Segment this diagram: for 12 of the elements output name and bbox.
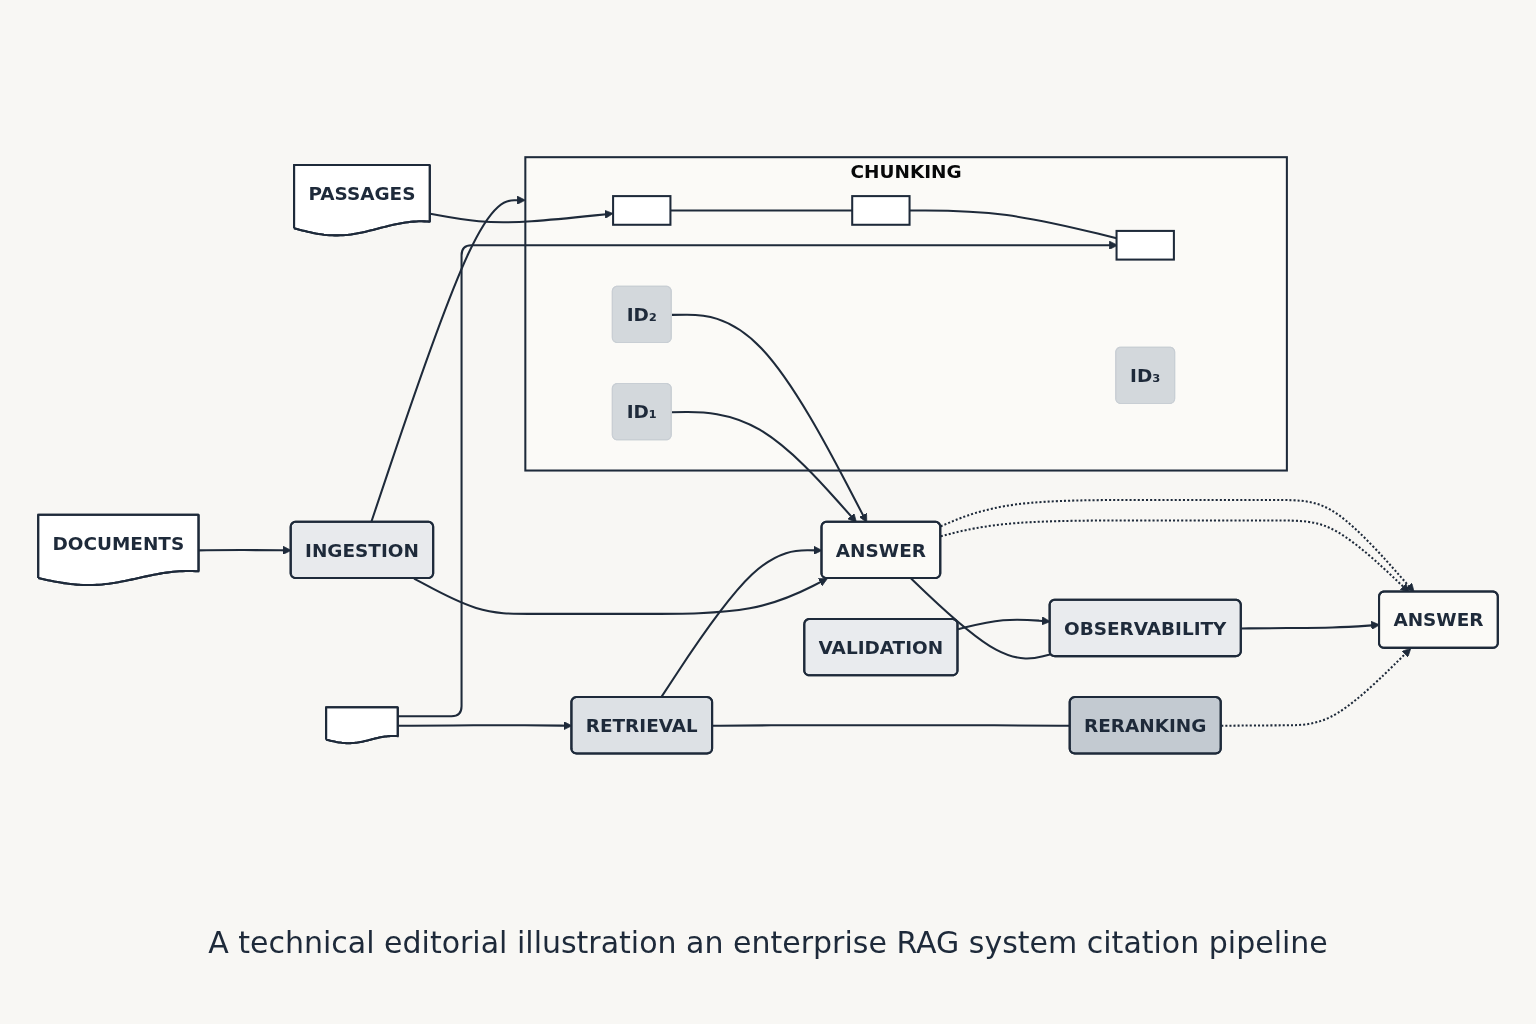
arrow (1241, 620, 1380, 630)
node-box (612, 194, 672, 226)
arrow (430, 209, 614, 224)
caption: A technical editorial illustration an enterprise RAG system citation pipeline (208, 925, 1328, 960)
arrow (1221, 647, 1412, 727)
connector (670, 209, 853, 212)
node-box (1115, 229, 1175, 261)
node-box (851, 194, 911, 226)
connector (910, 577, 1052, 660)
arrow (413, 577, 828, 615)
connector (909, 209, 1117, 239)
arrow (370, 195, 526, 522)
